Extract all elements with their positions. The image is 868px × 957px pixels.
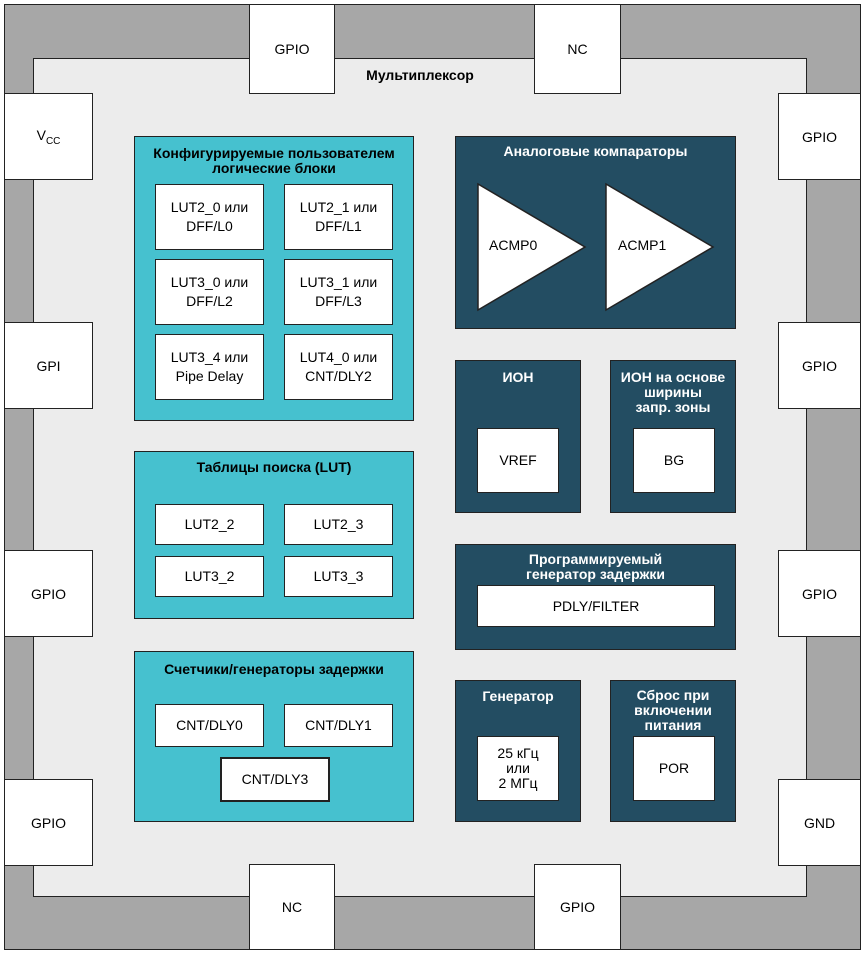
pin-right-gpio-1: GPIO [778,93,861,180]
counters-title: Счетчики/генераторы задержки [164,661,384,677]
pdly-title: Программируемый генератор задержки [525,551,665,582]
pin-left-gpi: GPI [4,322,93,409]
osc-title: Генератор [482,688,554,704]
counter-cell-cnt-dly3: CNT/DLY3 [220,757,330,802]
vref-title: ИОН [502,369,534,385]
pdly-cell: PDLY/FILTER [477,585,715,627]
clb-block: Конфигурируемые пользователем логические… [134,136,414,421]
acmp-title: Аналоговые компараторы [503,143,688,159]
pin-left-gpio-4: GPIO [4,779,93,866]
clb-cell-lut3-0: LUT3_0 или DFF/L2 [155,259,264,325]
lut-title: Таблицы поиска (LUT) [196,459,352,475]
pin-right-gnd: GND [778,779,861,866]
bandgap-title: ИОН на основе ширины запр. зоны [620,369,726,415]
por-cell: POR [633,736,715,801]
bandgap-block: ИОН на основе ширины запр. зоны BG [610,360,736,513]
pin-top-nc: NC [534,4,621,94]
por-title: Сброс при включении питания [634,687,712,733]
pin-bottom-nc: NC [249,864,335,950]
multiplexer-label: Мультиплексор [366,67,474,83]
lut-cell-lut3-3: LUT3_3 [284,556,393,597]
pin-right-gpio-3: GPIO [778,550,861,637]
counters-block: Счетчики/генераторы задержки CNT/DLY0 CN… [134,651,414,822]
por-block: Сброс при включении питания POR [610,680,736,822]
vcc-label: VCC [36,126,61,147]
lut-cell-lut2-2: LUT2_2 [155,504,264,545]
clb-cell-lut2-1: LUT2_1 или DFF/L1 [284,184,393,250]
bandgap-cell: BG [633,428,715,493]
osc-cell: 25 кГц или 2 МГц [477,736,559,801]
clb-cell-lut3-1: LUT3_1 или DFF/L3 [284,259,393,325]
pin-bottom-gpio: GPIO [534,864,621,950]
acmp1-triangle-icon [605,182,715,312]
acmp0-triangle-icon [477,182,587,312]
pin-left-gpio-3: GPIO [4,550,93,637]
clb-cell-lut3-4: LUT3_4 или Pipe Delay [155,334,264,400]
vref-cell: VREF [477,428,559,493]
pdly-block: Программируемый генератор задержки PDLY/… [455,544,736,650]
lut-cell-lut3-2: LUT3_2 [155,556,264,597]
acmp1-label: ACMP1 [618,237,667,253]
clb-cell-lut2-0: LUT2_0 или DFF/L0 [155,184,264,250]
clb-title: Конфигурируемые пользователем логические… [153,145,395,176]
pin-left-vcc: VCC [4,93,93,180]
osc-block: Генератор 25 кГц или 2 МГц [455,680,581,822]
vref-block: ИОН VREF [455,360,581,513]
clb-cell-lut4-0: LUT4_0 или CNT/DLY2 [284,334,393,400]
lut-block: Таблицы поиска (LUT) LUT2_2 LUT2_3 LUT3_… [134,451,414,619]
pin-top-gpio: GPIO [249,4,335,94]
acmp-block: Аналоговые компараторы ACMP0 ACMP1 [455,136,736,329]
counter-cell-cnt-dly1: CNT/DLY1 [284,704,393,747]
counter-cell-cnt-dly0: CNT/DLY0 [155,704,264,747]
lut-cell-lut2-3: LUT2_3 [284,504,393,545]
pin-right-gpio-2: GPIO [778,322,861,409]
acmp0-label: ACMP0 [489,237,538,253]
